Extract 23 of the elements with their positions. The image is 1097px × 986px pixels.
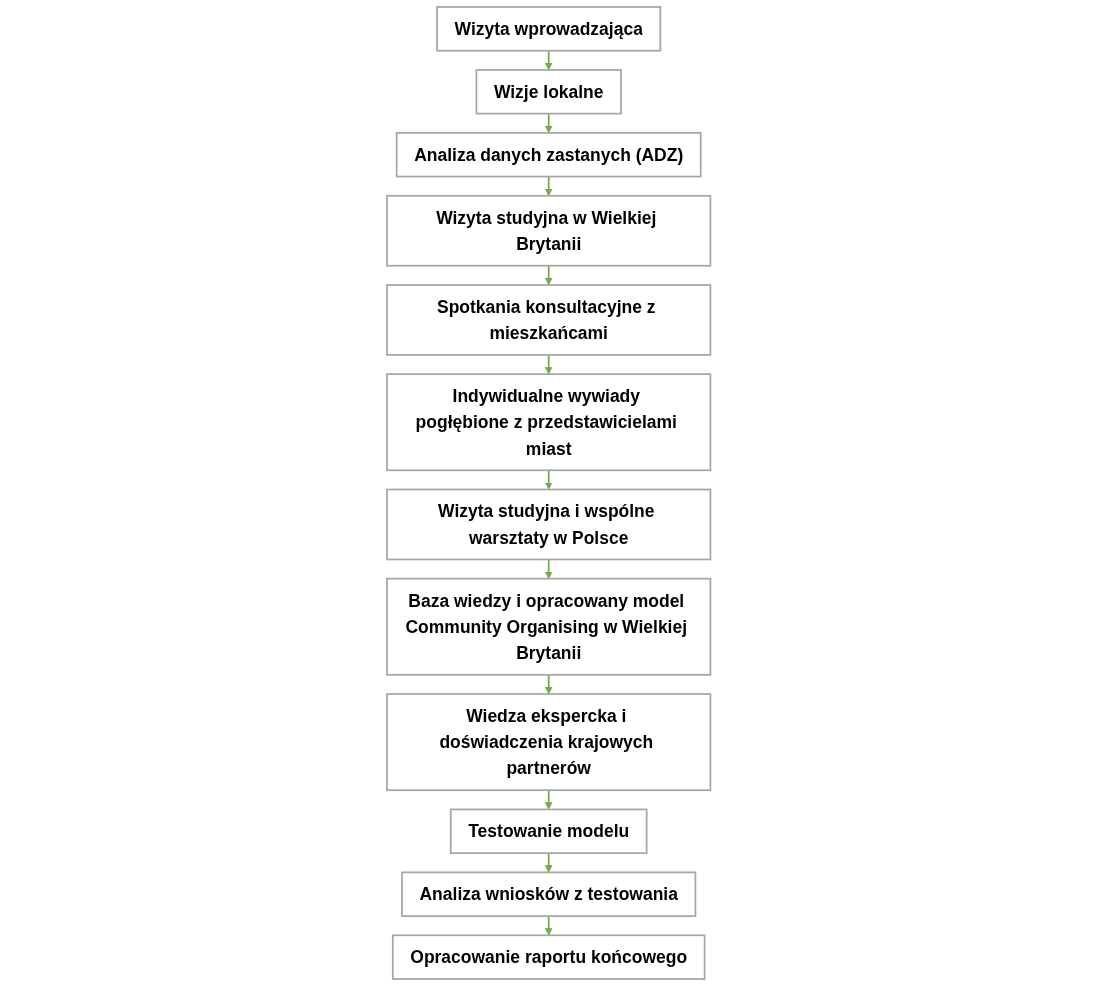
arrow [544, 789, 553, 810]
arrow [544, 852, 553, 873]
node-box: Wizyta wprowadzająca [435, 6, 662, 52]
arrow [544, 264, 553, 286]
arrow [544, 49, 553, 71]
node-box: Wiedza ekspercka i doświadczenia krajowych partnerów [385, 693, 712, 792]
node-box: Wizyta studyjna i wspólne warsztaty w Polsce [385, 488, 712, 561]
arrow [544, 112, 553, 134]
node-box: Analiza wniosków z testowania [400, 871, 697, 917]
node-box: Indywidualne wywiady pogłębione z przedstawicielami miast [385, 373, 712, 472]
node-box: Testowanie modelu [449, 808, 648, 854]
node-box: Spotkania konsultacyjne z mieszkańcami [385, 284, 712, 356]
arrow [544, 175, 553, 197]
arrow [544, 469, 553, 490]
node-box: Wizyta studyjna w Wielkiej Brytanii [385, 194, 712, 267]
node-box: Analiza danych zastanych (ADZ) [395, 132, 702, 178]
node-box: Baza wiedzy i opracowany model Community Organising w Wielkiej Brytanii [385, 577, 712, 676]
arrow [544, 915, 553, 936]
arrow [544, 673, 553, 695]
node-box: Opracowanie raportu końcowego [391, 934, 706, 980]
arrow [544, 354, 553, 375]
arrow [544, 558, 553, 579]
node-box: Wizje lokalne [475, 69, 622, 115]
